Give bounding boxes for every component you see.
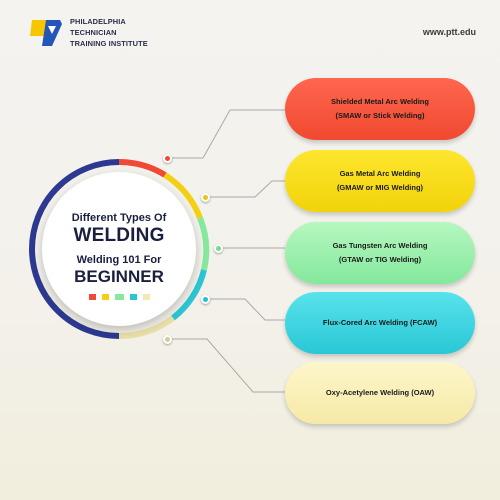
welding-type-abbr: (SMAW or Stick Welding) (335, 111, 425, 120)
swatch-green (114, 294, 124, 300)
swatch-red (88, 294, 96, 300)
connector-node-1 (163, 154, 172, 163)
connector-node-3 (214, 244, 223, 253)
color-ring (29, 158, 210, 340)
website-link[interactable]: www.ptt.edu (422, 27, 476, 37)
org-name-line-3: TRAINING INSTITUTE (70, 39, 148, 48)
ring-segment-green (197, 216, 210, 271)
welding-type-name: Shielded Metal Arc Welding (331, 97, 429, 106)
title-line-3: Welding 101 For (76, 254, 162, 266)
ring-segment-red (118, 158, 167, 178)
welding-type-name: Gas Metal Arc Welding (339, 169, 421, 178)
connector-node-2 (201, 193, 210, 202)
welding-type-fcaw: Flux-Cored Arc Welding (FCAW) (285, 292, 475, 354)
connector-5 (172, 338, 285, 393)
swatch-yellow (101, 294, 109, 300)
welding-type-smaw: Shielded Metal Arc Welding (SMAW or Stic… (285, 78, 475, 140)
org-name-line-1: PHILADELPHIA (70, 17, 126, 26)
center-badge: Different Types Of WELDING Welding 101 F… (28, 158, 210, 340)
swatch-beige (142, 294, 150, 300)
ring-segment-yellow (163, 172, 203, 220)
ring-segment-navy (29, 159, 120, 339)
connector-4 (210, 298, 285, 321)
title-line-1: Different Types Of (71, 212, 167, 224)
welding-type-gtaw: Gas Tungsten Arc Welding (GTAW or TIG We… (285, 222, 475, 284)
welding-type-name: Gas Tungsten Arc Welding (332, 241, 428, 250)
center-title: Different Types Of WELDING Welding 101 F… (42, 212, 196, 287)
swatch-cyan (129, 294, 137, 300)
welding-type-gmaw: Gas Metal Arc Welding (GMAW or MIG Weldi… (285, 150, 475, 212)
welding-type-oaw: Oxy-Acetylene Welding (OAW) (285, 362, 475, 424)
connector-node-4 (201, 295, 210, 304)
ring-segment-cyan (171, 269, 207, 321)
connector-2 (210, 180, 285, 198)
center-circle: Different Types Of WELDING Welding 101 F… (42, 172, 196, 326)
org-name: PHILADELPHIA TECHNICIAN TRAINING INSTITU… (70, 16, 148, 49)
title-line-2: WELDING (73, 225, 165, 246)
ring-segment-beige (118, 315, 175, 340)
ptt-logo-icon (30, 16, 64, 50)
org-name-line-2: TECHNICIAN (70, 28, 117, 37)
welding-type-name: Flux-Cored Arc Welding (FCAW) (322, 318, 438, 327)
welding-type-abbr: (GMAW or MIG Welding) (336, 183, 424, 192)
connector-node-5 (163, 335, 172, 344)
title-line-4: BEGINNER (74, 267, 164, 286)
color-swatches (42, 294, 196, 300)
welding-type-name: Oxy-Acetylene Welding (OAW) (325, 388, 435, 397)
welding-type-abbr: (GTAW or TIG Welding) (338, 255, 422, 264)
connector-1 (172, 109, 285, 159)
